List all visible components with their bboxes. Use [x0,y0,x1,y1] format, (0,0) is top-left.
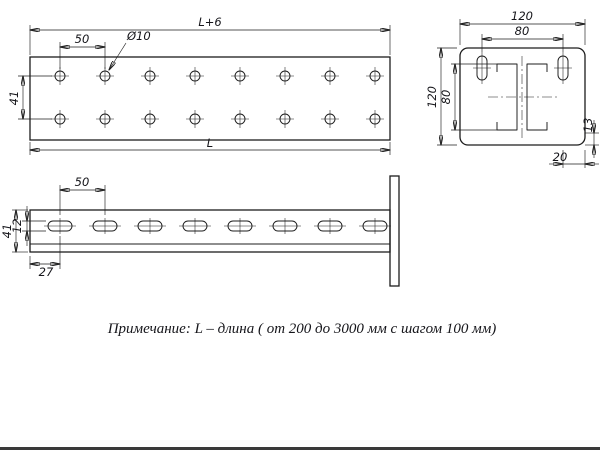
dim-row-spacing: 41 [7,76,52,119]
dim-label-width-inner: 80 [515,24,530,38]
dim-label-slot-spacing: 50 [75,175,90,189]
hole-pattern-row-2 [50,109,385,129]
hole [230,109,250,129]
plate-slot [553,51,573,85]
dim-label-slot-height: 12 [10,219,24,234]
oblong-slot [178,217,212,235]
dim-plate-height: 120 [425,48,457,145]
dim-length-bottom: L [30,136,390,155]
oblong-slot [88,217,122,235]
hole [50,66,70,86]
screen-bottom-edge [0,447,600,450]
hole [365,66,385,86]
bar-outline [29,56,391,141]
hole [140,109,160,129]
dim-label-width-outer: 120 [511,9,533,23]
dim-label-edge-offset: 20 [553,150,568,164]
dim-length-top: L+6 [30,15,390,55]
oblong-slot [313,217,347,235]
dim-label-end-offset: 27 [39,265,54,279]
hole [140,66,160,86]
dim-label-hole-dia: Ø10 [126,29,151,43]
dim-slot-span-horizontal: 80 [482,24,563,52]
dim-plate-width: 120 [460,9,585,45]
dim-profile-height: 80 [439,64,497,130]
hole [320,109,340,129]
oblong-slot [133,217,167,235]
dim-label-bar-height: 41 [0,224,14,239]
hole [95,66,115,86]
dim-end-offset: 27 [30,236,60,279]
slot-pattern [43,217,392,235]
hole [185,66,205,86]
dim-label-hole-spacing: 50 [75,32,90,46]
dim-label-length-top: L+6 [198,15,221,29]
plate-outline [459,47,586,146]
leader-line [109,42,127,70]
oblong-slot [43,217,77,235]
hole [185,109,205,129]
hole [320,66,340,86]
oblong-slot [223,217,257,235]
dim-edge-offset: 20 [549,150,599,168]
dim-bar-height: 41 [0,210,28,252]
oblong-slot [358,217,392,235]
oblong-slot [268,217,302,235]
hole [95,109,115,129]
dim-hole-spacing-top: 50 [60,32,105,69]
hole [230,66,250,86]
callout-hole-diameter: Ø10 [109,29,151,70]
end-view: 120 80 120 80 13 [425,9,599,168]
hole [275,109,295,129]
end-plate [389,175,400,287]
dim-lip: 13 [581,118,599,158]
dim-slot-height: 12 [10,206,46,246]
side-view: 50 41 12 27 [0,175,400,287]
hole [275,66,295,86]
dim-label-length-bottom: L [207,136,213,150]
hole [50,109,70,129]
dim-label-height-outer: 120 [425,86,439,108]
plate-slot [472,51,492,85]
dim-label-height-inner: 80 [439,90,453,105]
strut-profile-left [496,63,518,131]
hole [365,109,385,129]
drawing-note: Примечание: L – длина ( от 200 до 3000 м… [107,321,497,337]
dim-label-row-spacing: 41 [7,91,21,106]
dim-label-lip: 13 [581,118,595,133]
top-view: L+6 50 Ø10 41 L [7,15,391,155]
hole-pattern-row-1 [50,66,385,86]
dim-slot-spacing: 50 [60,175,105,215]
